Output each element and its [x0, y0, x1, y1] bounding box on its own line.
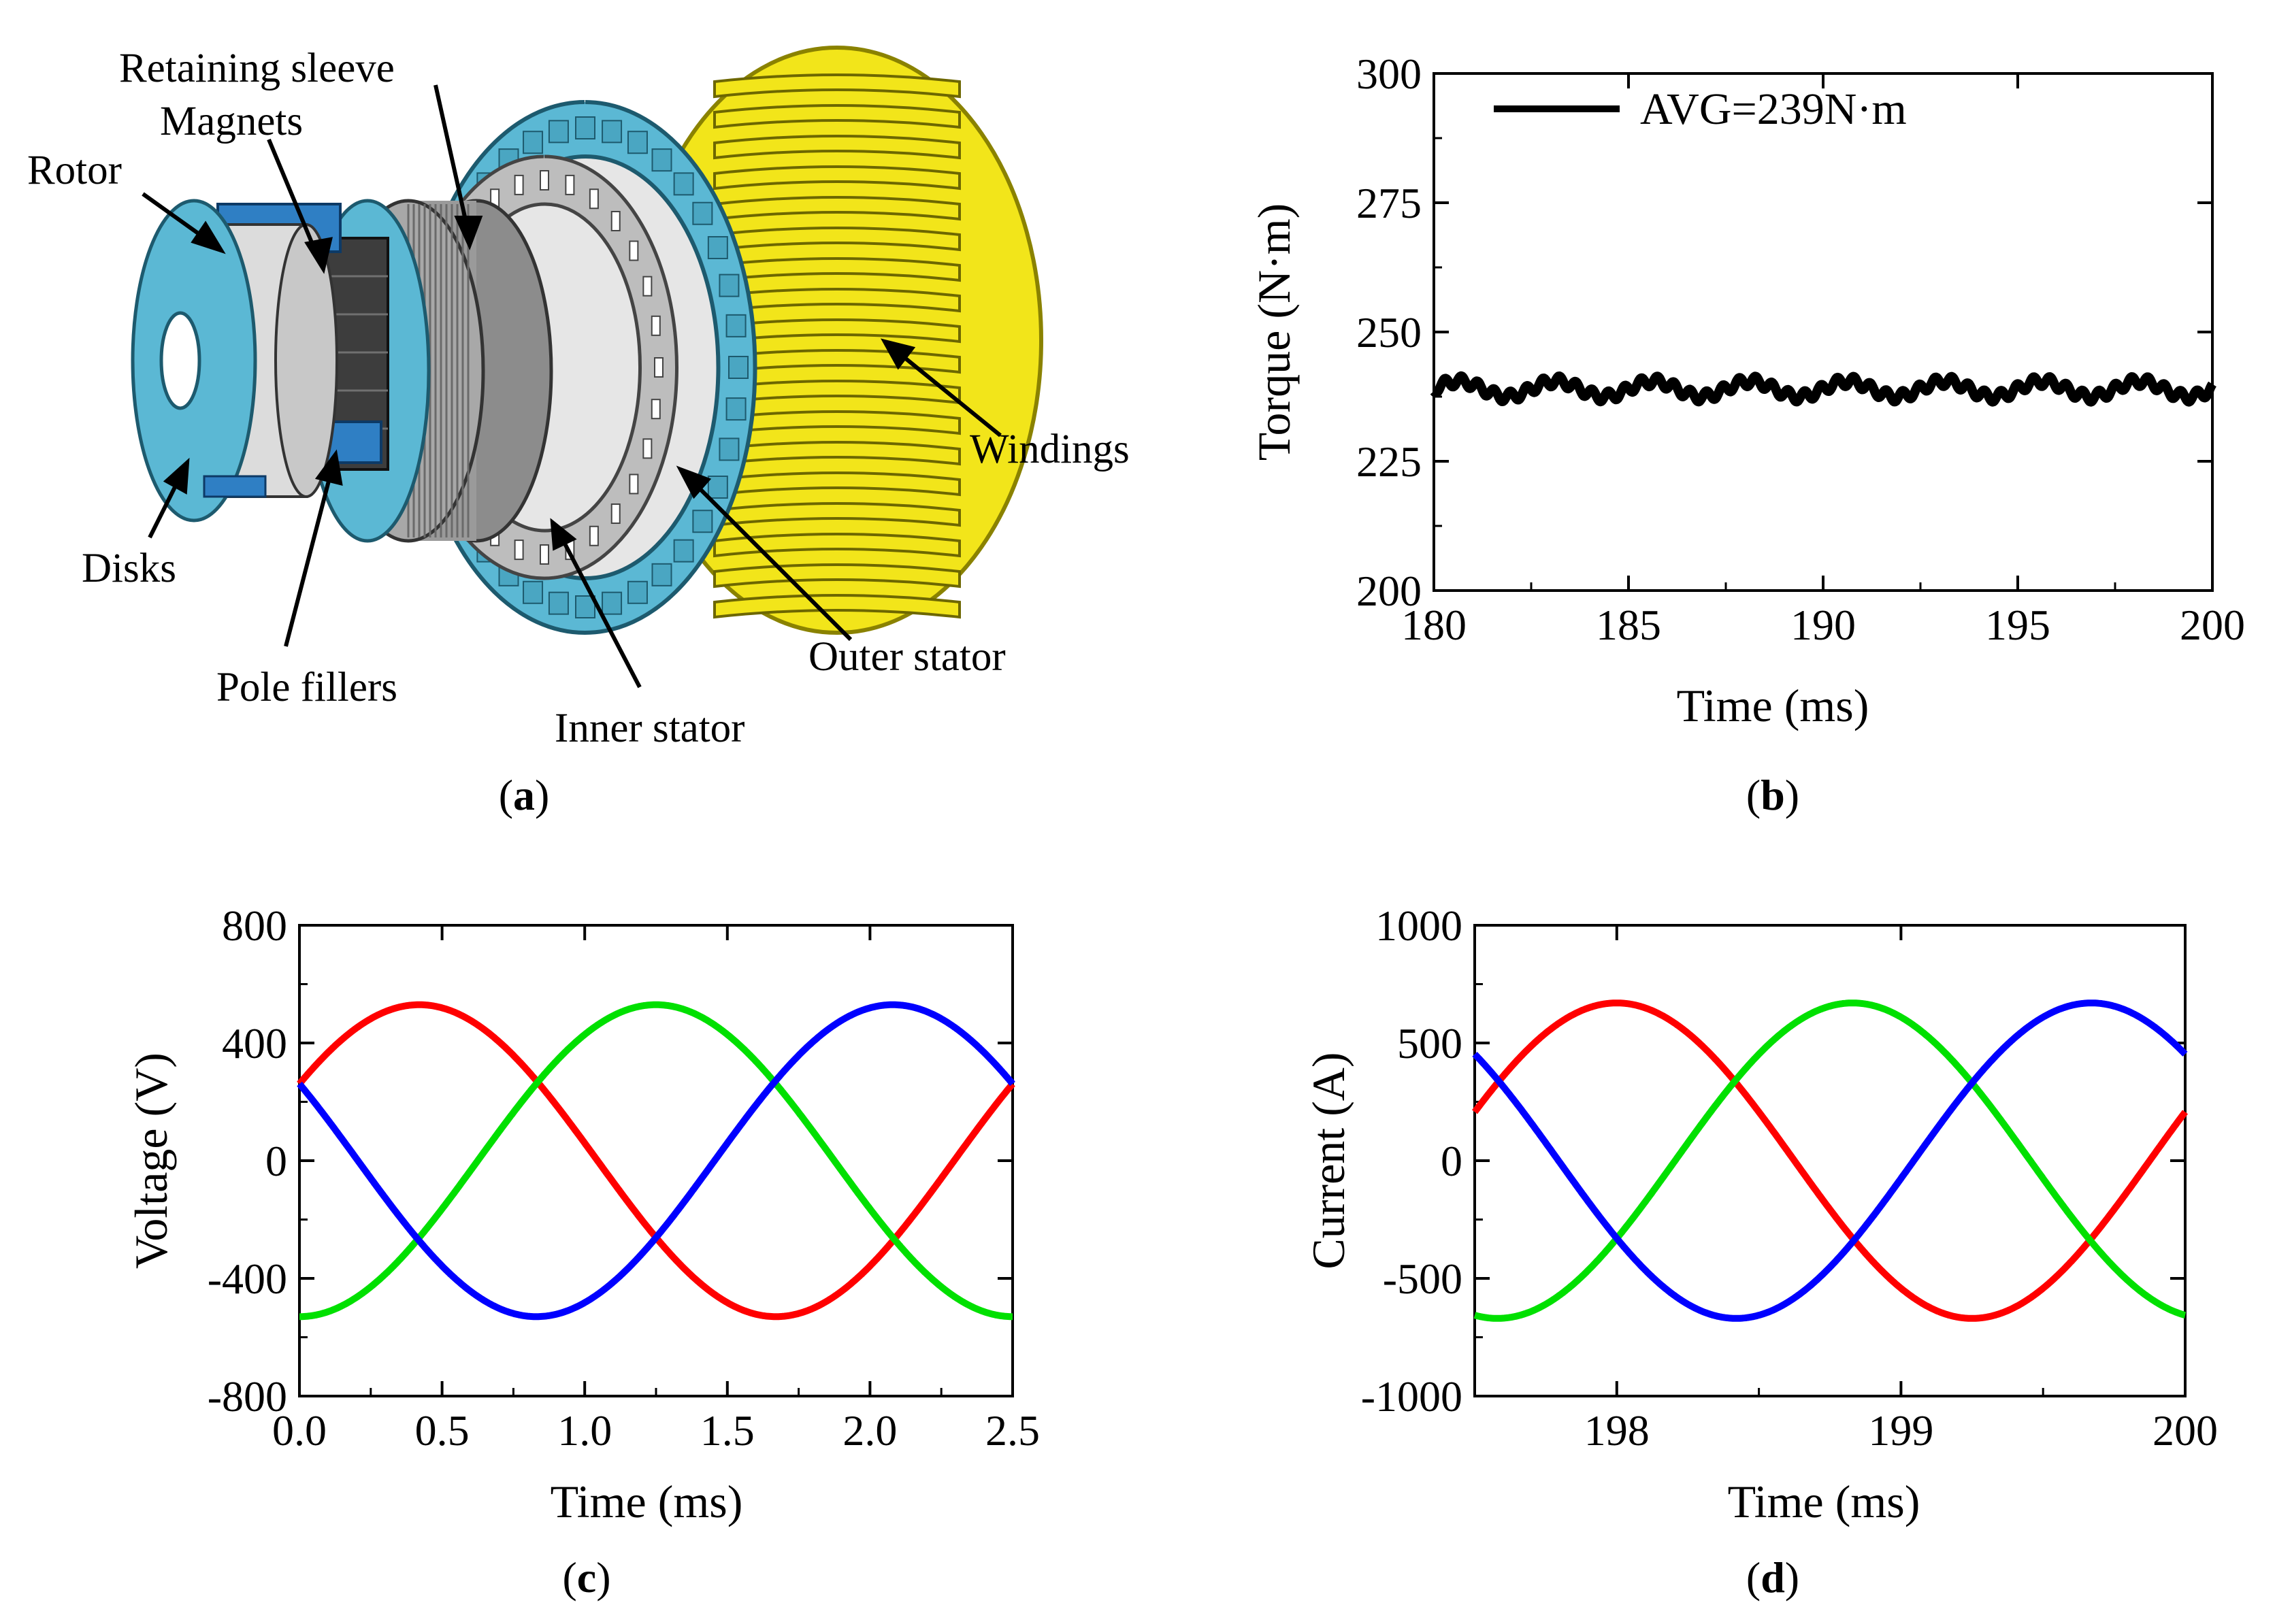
series-line-2 [297, 1001, 1015, 1321]
y-tick-label: 400 [222, 1019, 287, 1067]
y-tick-label: 0 [265, 1137, 287, 1185]
label-magnets: Magnets [160, 99, 303, 144]
plot-frame [1433, 72, 2214, 592]
current-chart: 198 199 200 -1000 -500 0 500 1000 Time (ms) Cu… [1303, 901, 2218, 1602]
x-tick-label: 200 [2153, 1406, 2218, 1455]
x-tick-label: 200 [2180, 601, 2245, 649]
series-line-0 [1471, 999, 2189, 1322]
y-axis-label: Torque (N·m) [1248, 203, 1300, 461]
caption-d: (d) [1746, 1553, 1799, 1602]
y-tick-label: -800 [208, 1372, 287, 1421]
x-tick-label: 1.0 [557, 1406, 612, 1455]
torque-chart: 180 185 190 195 200 200 225 250 275 300 AVG=239N… [1248, 50, 2245, 819]
series-line [1430, 371, 2216, 407]
label-inner-stator: Inner stator [555, 706, 744, 751]
plot-frame [1473, 924, 2187, 1397]
x-axis-label: Time (ms) [1728, 1476, 1920, 1527]
label-outer-stator: Outer stator [808, 634, 1006, 680]
y-axis-label: Current (A) [1303, 1052, 1354, 1269]
caption-c: (c) [562, 1553, 610, 1602]
label-retaining-sleeve: Retaining sleeve [119, 46, 395, 91]
y-tick-label: 200 [1356, 567, 1422, 615]
x-tick-label: 199 [1868, 1406, 1933, 1455]
motor-exploded-diagram: Retaining sleeve Magnets Rotor Windings … [27, 46, 1130, 819]
x-axis-label: Time (ms) [551, 1476, 743, 1527]
label-disks: Disks [82, 546, 176, 591]
x-tick-label: 195 [1985, 601, 2050, 649]
left-disk-drawing [131, 199, 267, 523]
y-tick-label: 275 [1356, 179, 1422, 227]
series-line-1 [299, 1001, 1013, 1321]
x-tick-label: 185 [1596, 601, 1661, 649]
y-tick-label: 300 [1356, 50, 1422, 98]
y-tick-label: 0 [1441, 1137, 1462, 1185]
label-rotor: Rotor [27, 148, 122, 193]
x-tick-label: 0.5 [415, 1406, 470, 1455]
x-tick-label: 190 [1790, 601, 1856, 649]
callout-arrows [142, 84, 1002, 689]
legend-label: AVG=239N·m [1640, 84, 1907, 134]
caption-a: (a) [499, 771, 550, 819]
y-tick-label: 250 [1356, 308, 1422, 357]
x-axis-label: Time (ms) [1677, 680, 1869, 731]
series-line-2 [1472, 999, 2188, 1322]
x-tick-label: 2.5 [985, 1406, 1040, 1455]
label-windings: Windings [970, 427, 1130, 472]
x-tick-label: 2.0 [842, 1406, 897, 1455]
y-tick-label: 1000 [1375, 901, 1462, 950]
y-tick-label: -1000 [1361, 1372, 1462, 1421]
y-tick-label: 800 [222, 901, 287, 950]
series-line-0 [297, 1001, 1015, 1321]
voltage-chart: 0.0 0.5 1.0 1.5 2.0 2.5 -800 -400 0 400 800 Time … [125, 901, 1040, 1602]
label-pole-fillers: Pole fillers [216, 665, 397, 710]
x-tick-label: 198 [1584, 1406, 1650, 1455]
y-axis-label: Voltage (V) [125, 1053, 177, 1269]
y-tick-label: 225 [1356, 437, 1422, 486]
series-line-1 [1473, 999, 2187, 1322]
y-tick-label: 500 [1397, 1019, 1462, 1067]
y-tick-label: -500 [1383, 1255, 1462, 1303]
y-tick-label: -400 [208, 1255, 287, 1303]
caption-b: (b) [1746, 771, 1799, 819]
x-tick-label: 180 [1401, 601, 1467, 649]
x-tick-label: 1.5 [700, 1406, 755, 1455]
plot-frame [298, 924, 1014, 1397]
x-tick-label: 0.0 [272, 1406, 327, 1455]
